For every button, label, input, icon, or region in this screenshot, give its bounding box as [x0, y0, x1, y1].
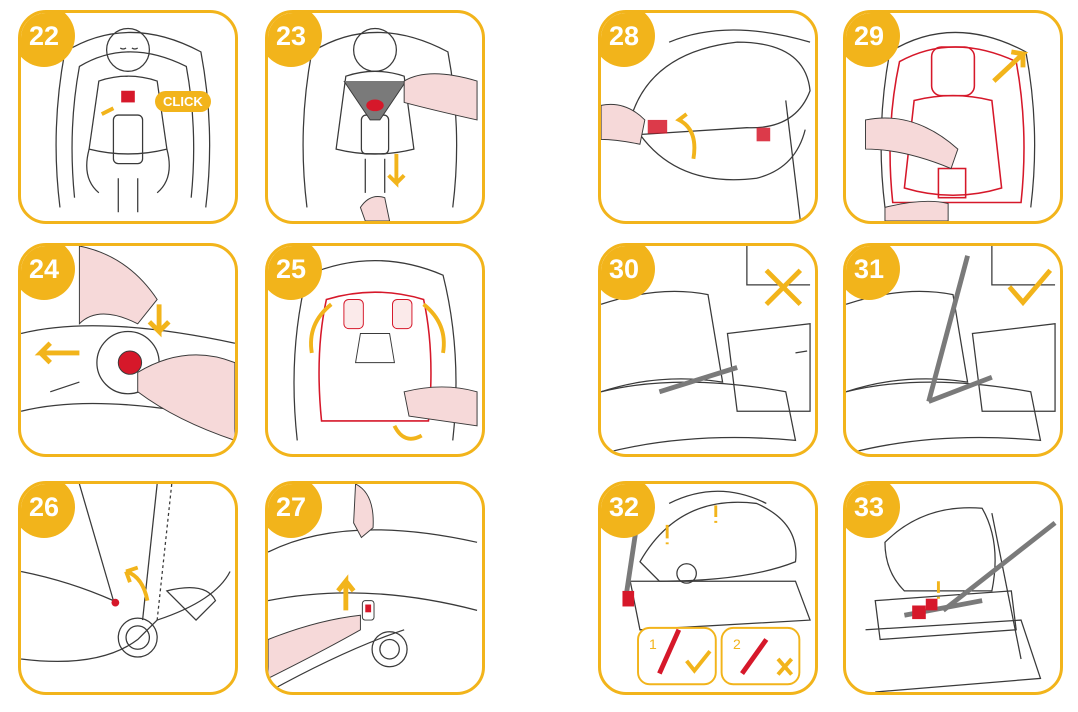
remove-seat-cover-illustration — [865, 31, 1036, 221]
sub-step-2-label: 2 — [733, 636, 741, 652]
installed-carrier-in-car-illustration — [865, 507, 1057, 692]
carrier-belt-routing-illustration — [622, 490, 811, 686]
step-number-badge: 24 — [21, 246, 75, 300]
sub-step-1-label: 1 — [649, 636, 657, 652]
step-26-panel: 26 — [18, 481, 238, 695]
click-label: CLICK — [155, 91, 211, 112]
carrier-release-handle-illustration — [601, 29, 811, 221]
rotate-handle-illustration — [21, 484, 231, 663]
step-33-panel: 33 — [843, 481, 1063, 695]
step-number-badge: 29 — [846, 13, 900, 67]
step-29-panel: 29 — [843, 10, 1063, 224]
step-25-panel: 25 — [265, 243, 485, 457]
step-27-panel: 27 — [265, 481, 485, 695]
step-30-panel: 30 — [598, 243, 818, 457]
press-lock-button-illustration — [268, 484, 478, 692]
baby-in-carrier-buckle-illustration — [55, 27, 211, 213]
step-22-panel: 22 CLICK — [18, 10, 238, 224]
step-31-panel: 31 — [843, 243, 1063, 457]
step-23-panel: 23 — [265, 10, 485, 224]
adjust-harness-strap-illustration — [302, 27, 478, 221]
step-24-panel: 24 — [18, 243, 238, 457]
press-release-button-illustration — [21, 246, 235, 441]
step-32-panel: 32 1 2 — [598, 481, 818, 695]
step-28-panel: 28 — [598, 10, 818, 224]
step-number-badge: 22 — [21, 13, 75, 67]
step-number-badge: 26 — [21, 484, 75, 538]
step-number-badge: 25 — [268, 246, 322, 300]
remove-shoulder-pads-illustration — [293, 260, 478, 441]
